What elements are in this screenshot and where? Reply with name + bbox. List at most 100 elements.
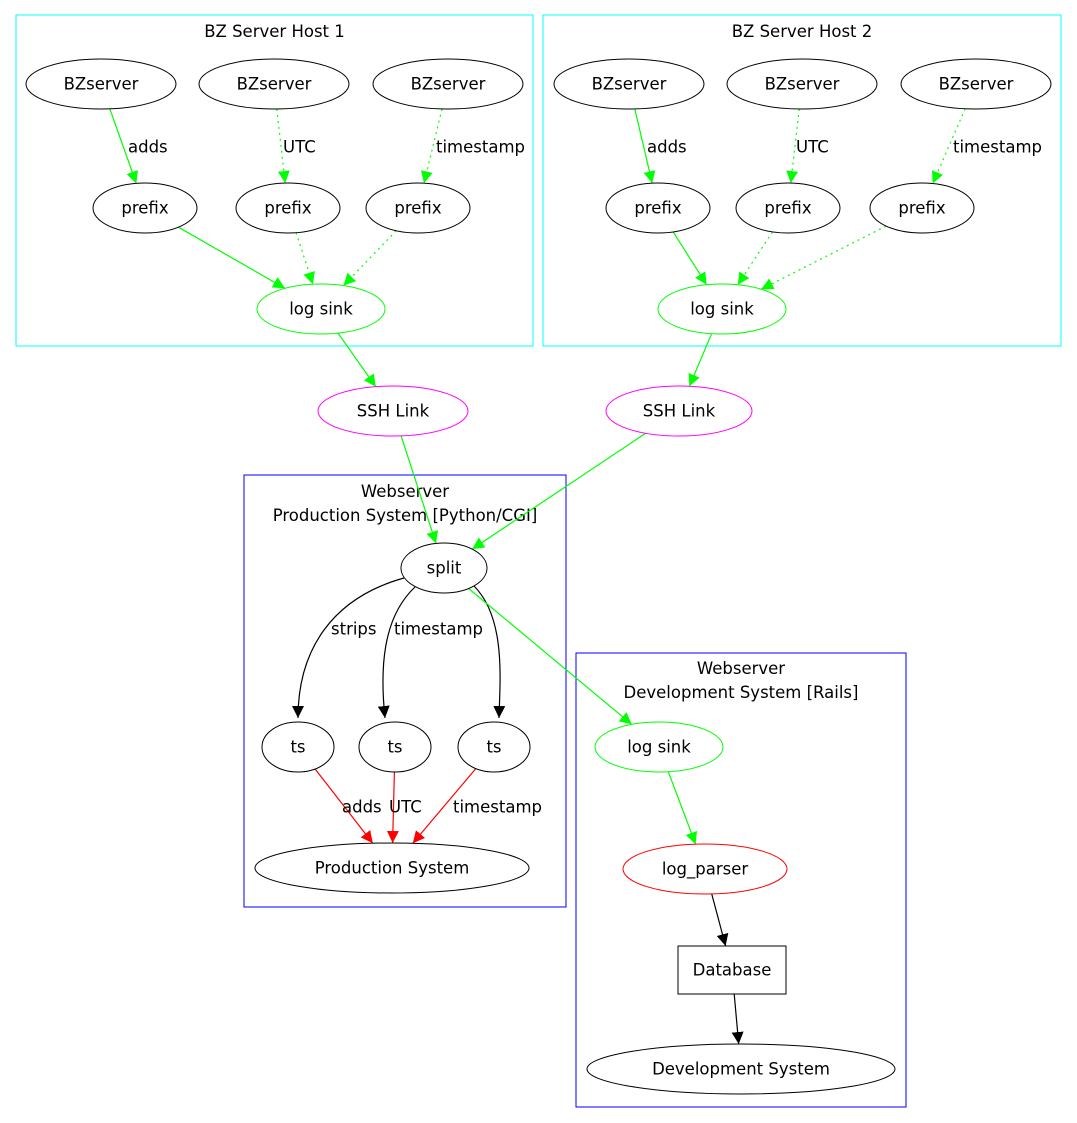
edge-split-to-dev_sink [468,588,633,725]
cluster-border [575,652,907,1108]
edge-h1_p3-to-h1_sink [343,230,397,287]
node-shape [622,843,788,895]
edge-label: timestamp [436,138,525,157]
edge-h1_p1-to-h1_sink [178,226,286,289]
node-label: prefix [898,199,945,218]
edge-ts1-to-prodsys [314,768,374,844]
cluster-title: BZ Server Host 2 [732,22,873,41]
node-shape [198,58,350,110]
node-label: prefix [634,199,681,218]
node-label: SSH Link [357,402,430,421]
edge-label: adds [647,138,687,157]
node-shape [735,182,841,234]
node-h1_p2: prefix [235,182,341,234]
edge-parser-to-db [711,893,729,947]
node-h1_bz3: BZserver [372,58,524,110]
edge-h2_p2-to-h2_sink [737,231,773,286]
node-h2_bz2: BZserver [726,58,878,110]
node-label: log sink [690,300,754,319]
node-shape [605,182,711,234]
edges-layer [109,108,966,1045]
cluster-title: Webserver [697,659,785,678]
node-h2_sink: log sink [657,283,787,335]
node-label: prefix [264,199,311,218]
node-label: ts [290,738,305,757]
node-shape [457,721,531,773]
edge-label: adds [342,798,382,817]
node-prodsys: Production System [254,842,530,894]
edge-label: timestamp [453,798,542,817]
node-label: log sink [289,300,353,319]
node-label: prefix [121,199,168,218]
edge-ssh2-to-split [471,432,647,550]
node-label: BZserver [411,75,486,94]
edge-h2_p1-to-h2_sink [672,231,708,286]
edge-h2_bz3-to-h2_p3 [931,108,966,184]
edge-h2_sink-to-ssh2 [688,333,713,387]
node-shape [256,283,386,335]
cluster-border [15,14,534,347]
node-shape [586,1043,896,1095]
cluster-border [542,14,1062,347]
edge-h2_bz1-to-h2_p1 [634,108,656,184]
node-label: ts [387,738,402,757]
node-label: BZserver [765,75,840,94]
node-label: BZserver [237,75,312,94]
edge-split-to-ts2 [377,586,416,719]
node-shape [553,58,705,110]
node-h1_bz2: BZserver [198,58,350,110]
node-shape [25,58,177,110]
node-shape [372,58,524,110]
node-ssh2: SSH Link [605,385,753,437]
edge-ts2-to-prodsys [386,771,399,844]
node-h1_p3: prefix [365,182,471,234]
edge-split-to-ts3 [473,585,506,719]
node-ts2: ts [358,721,432,773]
clusters-layer: BZ Server Host 1 BZ Server Host 2 Webserve… [15,14,1062,1108]
node-label: BZserver [64,75,139,94]
cluster-host1: BZ Server Host 1 [15,14,534,347]
node-ts1: ts [261,721,335,773]
edge-ts3-to-prodsys [412,768,477,844]
node-h1_bz1: BZserver [25,58,177,110]
node-h2_p3: prefix [869,182,975,234]
node-ts3: ts [457,721,531,773]
edge-h1_bz2-to-h1_p2 [276,108,290,184]
node-shape [254,842,530,894]
node-db: Database [677,945,787,995]
node-label: Development System [652,1060,830,1079]
node-dev_sink: log sink [594,721,724,773]
node-h2_p2: prefix [735,182,841,234]
node-h2_bz3: BZserver [900,58,1052,110]
edge-h2_bz2-to-h2_p2 [786,108,800,184]
edge-split-to-ts1 [292,577,405,719]
edge-db-to-devsys [731,993,744,1045]
cluster-host2: BZ Server Host 2 [542,14,1062,347]
cluster-title: Development System [Rails] [624,683,859,702]
node-split: split [400,542,488,594]
node-shape [900,58,1052,110]
edge-h1_bz1-to-h1_p1 [109,108,138,184]
edge-label: UTC [389,798,422,817]
node-shape [677,945,787,995]
node-shape [400,542,488,594]
edge-label: strips [331,620,377,639]
node-shape [594,721,724,773]
edge-label: timestamp [953,138,1042,157]
node-label: Production System [315,859,470,878]
edge-dev_sink-to-parser [667,771,697,845]
node-label: ts [486,738,501,757]
node-h2_p1: prefix [605,182,711,234]
node-shape [92,182,198,234]
node-h1_sink: log sink [256,283,386,335]
node-label: log sink [627,738,691,757]
node-shape [365,182,471,234]
node-parser: log_parser [622,843,788,895]
edge-label: adds [128,138,168,157]
node-shape [869,182,975,234]
node-shape [261,721,335,773]
